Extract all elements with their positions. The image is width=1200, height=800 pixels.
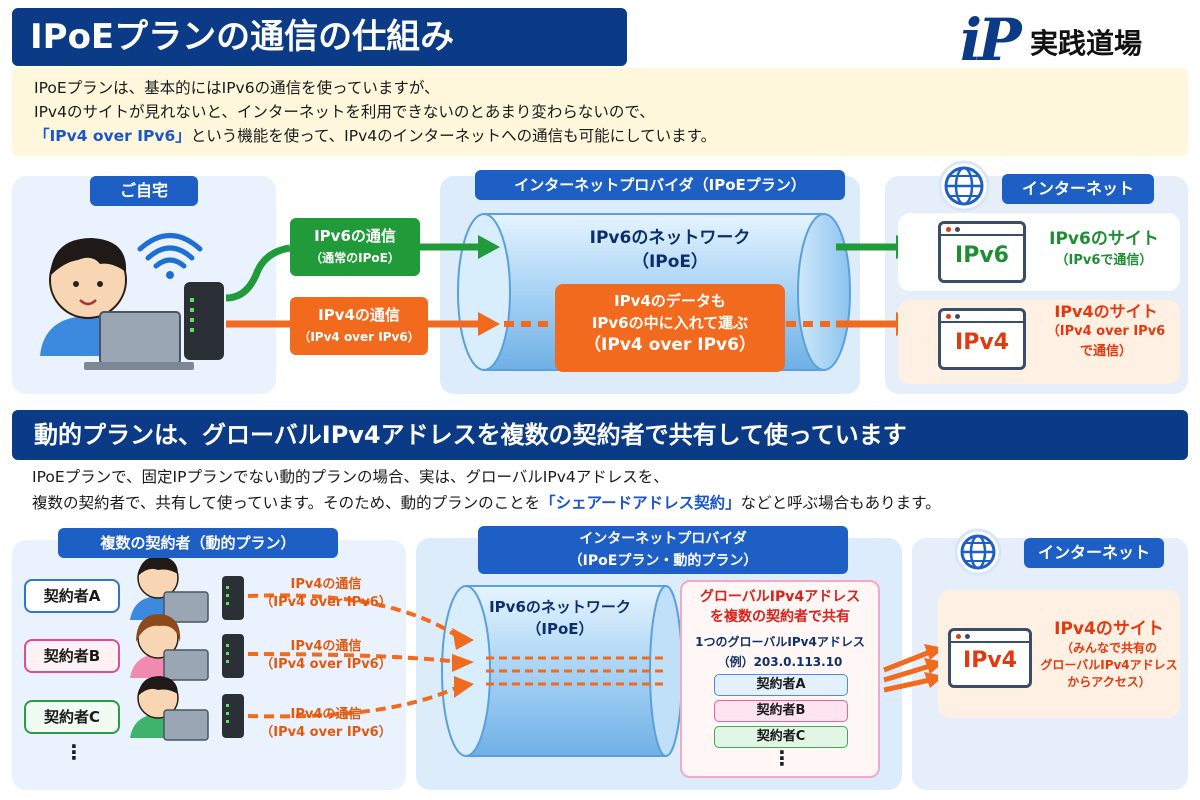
encap-line-3: （IPv4 over IPv6） bbox=[584, 335, 756, 355]
shared-address-sub: 1つのグローバルIPv4アドレス （例）203.0.113.10 bbox=[684, 632, 876, 672]
ipv4-site-sub-1: （IPv4 over IPv6 bbox=[1046, 324, 1166, 339]
ipv6-site-label: IPv6のサイト （IPv6で通信） bbox=[1030, 228, 1178, 272]
ipv6-flow-sub: （通常のIPoE） bbox=[310, 251, 400, 265]
logo-text: 実践道場 bbox=[1030, 27, 1143, 60]
tunnel2-title-sub: （IPoE） bbox=[526, 620, 594, 638]
logo-mark: iP bbox=[960, 6, 1022, 74]
exit-arrows bbox=[883, 649, 931, 693]
browser-window-icon: IPv4 bbox=[938, 308, 1026, 370]
section2-intro-highlight: 「シェアードアドレス契約」 bbox=[540, 494, 741, 512]
browser-window-icon: IPv4 bbox=[948, 628, 1032, 688]
user-c-badge: 契約者C bbox=[24, 700, 120, 734]
home-label: ご自宅 bbox=[90, 176, 198, 206]
section2-intro-line-1: IPoEプランで、固定IPプランでない動的プランの場合、実は、グローバルIPv4… bbox=[32, 468, 669, 486]
wifi-icon bbox=[137, 233, 203, 279]
user-flow-arrows bbox=[247, 593, 462, 719]
shared-address-title: グローバルIPv4アドレス を複数の契約者で共有 bbox=[684, 587, 876, 627]
section2-title: 動的プランは、グローバルIPv4アドレスを複数の契約者で共有して使っています bbox=[12, 410, 1188, 460]
user-a-flow-title: IPv4の通信 bbox=[290, 577, 362, 592]
user-b-badge: 契約者B bbox=[24, 639, 120, 673]
user-b-illustration bbox=[130, 614, 244, 681]
globe-icon bbox=[954, 528, 1002, 576]
ipv4-flow-sub: （IPv4 over IPv6） bbox=[298, 330, 420, 344]
user-a-flow-label: IPv4の通信 （IPv4 over IPv6） bbox=[256, 576, 396, 612]
ipv4-flow-tag: IPv4の通信 （IPv4 over IPv6） bbox=[290, 297, 428, 355]
intro-text: IPoEプランは、基本的にはIPv6の通信を使っていますが、 IPv4のサイトが… bbox=[12, 68, 1188, 156]
encap-line-1: IPv4のデータも bbox=[614, 292, 726, 310]
shared-ipv4-site-label: IPv4のサイト （みんなで共有の グローバルIPv4アドレス からアクセス） bbox=[1036, 618, 1182, 691]
tunnel2-title: IPv6のネットワーク （IPoE） bbox=[470, 596, 650, 640]
ipv6-flow-tag: IPv6の通信 （通常のIPoE） bbox=[290, 218, 420, 276]
user-c-flow-label: IPv4の通信 （IPv4 over IPv6） bbox=[256, 706, 396, 742]
browser-window-icon: IPv6 bbox=[938, 221, 1026, 283]
section2-intro-line-2b: などと呼ぶ場合もあります。 bbox=[740, 494, 941, 512]
user-c-flow-title: IPv4の通信 bbox=[290, 707, 362, 722]
user-c-flow-sub: （IPv4 over IPv6） bbox=[260, 725, 392, 740]
user-b-flow-sub: （IPv4 over IPv6） bbox=[260, 657, 392, 672]
tunnel-title-main: IPv6のネットワーク bbox=[589, 228, 751, 248]
isp2-label-line-2: （IPoEプラン・動的プラン） bbox=[568, 553, 758, 569]
router-icon bbox=[184, 282, 224, 360]
ipv4-site-label: IPv4のサイト （IPv4 over IPv6 で通信） bbox=[1028, 302, 1184, 362]
isp2-label-line-1: インターネットプロバイダ bbox=[579, 531, 747, 547]
shared-ipv6-tunnel bbox=[441, 585, 683, 757]
intro-line-1: IPoEプランは、基本的にはIPv6の通信を使っていますが、 bbox=[34, 79, 440, 97]
intro-line-2: IPv4のサイトが見れないと、インターネットを利用できないのとあまり変わらないの… bbox=[34, 103, 655, 121]
ipv4-site-sub-2: で通信） bbox=[1079, 344, 1132, 359]
shared-ipv4-site-sub-3: からアクセス） bbox=[1067, 675, 1151, 689]
arrow-right-icon bbox=[452, 628, 474, 698]
ipv4-badge: IPv4 bbox=[955, 330, 1009, 355]
shared-chip-user-b: 契約者B bbox=[714, 700, 848, 722]
shared-ipv4-site-sub-1: （みんなで共有の bbox=[1060, 641, 1157, 655]
intro-highlight: 「IPv4 over IPv6」 bbox=[34, 127, 191, 145]
shared-ipv4-site-sub-2: グローバルIPv4アドレス bbox=[1040, 658, 1178, 672]
user-b-flow-label: IPv4の通信 （IPv4 over IPv6） bbox=[256, 638, 396, 674]
shared-ipv4-badge: IPv4 bbox=[963, 648, 1017, 673]
shared-ipv4-site-title: IPv4のサイト bbox=[1054, 619, 1164, 639]
internet2-label: インターネット bbox=[1024, 538, 1164, 568]
shared-chip-user-c: 契約者C bbox=[714, 726, 848, 748]
isp2-label: インターネットプロバイダ （IPoEプラン・動的プラン） bbox=[478, 526, 848, 574]
intro-line-3: 「IPv4 over IPv6」という機能を使って、IPv4のインターネットへの… bbox=[34, 124, 1166, 148]
ipv4-flow-title: IPv4の通信 bbox=[318, 306, 400, 324]
user-a-illustration bbox=[130, 556, 244, 623]
tunnel-title-sub: （IPoE） bbox=[631, 252, 709, 272]
section2-intro-line-2a: 複数の契約者で、共有して使っています。そのため、動的プランのことを bbox=[32, 494, 541, 512]
ipv6-flow-title: IPv6の通信 bbox=[314, 227, 396, 245]
ipv6-site-title: IPv6のサイト bbox=[1049, 229, 1159, 249]
user-a-badge: 契約者A bbox=[24, 579, 120, 613]
tunnel-title: IPv6のネットワーク （IPoE） bbox=[520, 226, 820, 274]
users-label: 複数の契約者（動的プラン） bbox=[58, 528, 338, 558]
section2-intro: IPoEプランで、固定IPプランでない動的プランの場合、実は、グローバルIPv4… bbox=[32, 464, 1182, 516]
shared-address-title-2: を複数の契約者で共有 bbox=[710, 609, 850, 625]
ipv6-site-sub: （IPv6で通信） bbox=[1055, 253, 1153, 268]
isp-label: インターネットプロバイダ（IPoEプラン） bbox=[475, 170, 845, 200]
section2-intro-line-2: 複数の契約者で、共有して使っています。そのため、動的プランのことを「シェアードア… bbox=[32, 490, 1182, 516]
user-c-illustration bbox=[130, 676, 244, 741]
internet-label: インターネット bbox=[1002, 174, 1154, 204]
shared-address-title-1: グローバルIPv4アドレス bbox=[699, 589, 861, 605]
ipv6-badge: IPv6 bbox=[955, 243, 1009, 268]
encap-line-2: IPv6の中に入れて運ぶ bbox=[591, 314, 749, 332]
user-b-flow-title: IPv4の通信 bbox=[290, 639, 362, 654]
ipv4-site-title: IPv4のサイト bbox=[1054, 302, 1158, 321]
user-a-flow-sub: （IPv4 over IPv6） bbox=[260, 595, 392, 610]
shared-chip-user-a: 契約者A bbox=[714, 674, 848, 696]
shared-address-example: （例）203.0.113.10 bbox=[717, 655, 843, 669]
logo: iP 実践道場 bbox=[960, 4, 1190, 76]
laptop-icon bbox=[84, 311, 194, 370]
intro-line-3-rest: という機能を使って、IPv4のインターネットへの通信も可能にしています。 bbox=[190, 127, 717, 145]
encapsulation-box: IPv4のデータも IPv6の中に入れて運ぶ （IPv4 over IPv6） bbox=[555, 284, 785, 372]
more-users-indicator: ⋮ bbox=[64, 740, 84, 764]
globe-icon bbox=[938, 160, 990, 212]
section2-graphics bbox=[130, 528, 1002, 757]
tunnel2-title-main: IPv6のネットワーク bbox=[489, 598, 631, 616]
more-chips-indicator: ⋮ bbox=[772, 746, 792, 770]
page-title: IPoEプランの通信の仕組み bbox=[12, 8, 627, 66]
shared-address-sub-1: 1つのグローバルIPv4アドレス bbox=[695, 635, 865, 649]
